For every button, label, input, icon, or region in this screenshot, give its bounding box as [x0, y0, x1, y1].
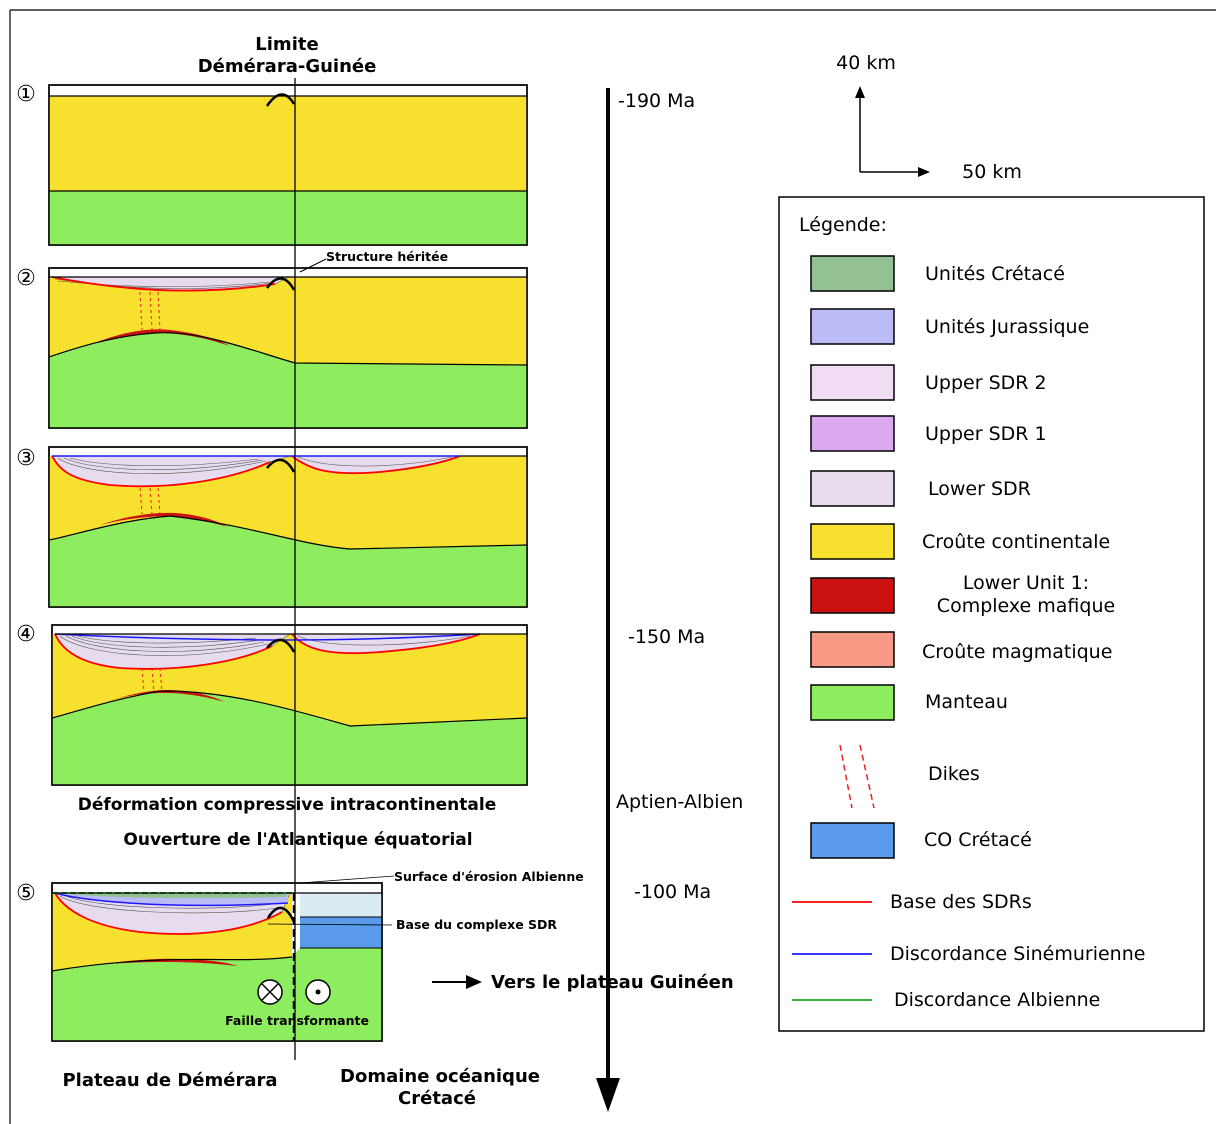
direction-label: Vers le plateau Guinéen: [491, 972, 734, 993]
label-oceanic-domain-line2: Crétacé: [398, 1088, 476, 1109]
mantle: [52, 690, 527, 785]
water-column: [300, 893, 382, 917]
svg-text:Lower SDR: Lower SDR: [928, 478, 1031, 500]
legend-item-lower-sdr: Lower SDR: [810, 470, 1031, 507]
event-compression: Déformation compressive intracontinental…: [78, 795, 497, 815]
time-arrow: [596, 88, 620, 1112]
mantle: [49, 516, 527, 607]
svg-text:Lower Unit 1:: Lower Unit 1:: [963, 572, 1089, 594]
dikes: [141, 667, 163, 693]
svg-text:Dikes: Dikes: [928, 763, 980, 785]
oceanic-crust: [300, 917, 382, 948]
age-aptien-albien: Aptien-Albien: [616, 791, 743, 813]
scale-bar: 40 km 50 km: [836, 52, 1022, 183]
svg-text:Unités Crétacé: Unités Crétacé: [925, 263, 1065, 285]
inherited-structure-label: Structure héritée: [326, 249, 448, 264]
panel-1: ①: [16, 82, 528, 246]
title-line2: Démérara-Guinée: [198, 56, 377, 77]
legend-item-upper-sdr-1: Upper SDR 1: [810, 415, 1047, 452]
mafic-complex: [100, 512, 228, 527]
event-opening: Ouverture de l'Atlantique équatorial: [123, 830, 472, 850]
panel-number: ④: [16, 622, 36, 647]
inherited-structure: [266, 906, 296, 923]
label-demerara-plateau: Plateau de Démérara: [62, 1070, 277, 1091]
age-100: -100 Ma: [634, 881, 711, 903]
svg-text:Croûte continentale: Croûte continentale: [922, 531, 1110, 553]
panel-number: ①: [16, 82, 36, 107]
mantle: [52, 948, 382, 1041]
panel-2: ② Structure héritée: [16, 249, 528, 429]
panel-4: ④: [16, 622, 528, 786]
legend-item-upper-sdr-2: Upper SDR 2: [810, 364, 1047, 401]
panel-number: ⑤: [16, 881, 36, 906]
svg-text:Upper SDR 2: Upper SDR 2: [925, 372, 1047, 394]
label-oceanic-domain-line1: Domaine océanique: [340, 1066, 540, 1087]
mantle: [49, 191, 527, 245]
scale-horizontal-label: 50 km: [962, 161, 1022, 183]
svg-text:Unités Jurassique: Unités Jurassique: [925, 316, 1089, 338]
title-line1: Limite: [255, 34, 318, 55]
inherited-structure: [265, 93, 296, 107]
svg-text:Discordance Albienne: Discordance Albienne: [894, 989, 1100, 1011]
continental-crust: [49, 96, 527, 191]
sdr-base-line: [51, 276, 276, 292]
legend-item-cretaceous: Unités Crétacé: [810, 255, 1065, 292]
inherited-structure: [266, 458, 296, 473]
svg-text:Discordance Sinémurienne: Discordance Sinémurienne: [890, 943, 1145, 965]
direction-arrow: Vers le plateau Guinéen: [432, 972, 734, 993]
age-150: -150 Ma: [628, 626, 705, 648]
svg-text:Complexe mafique: Complexe mafique: [937, 595, 1115, 617]
age-190: -190 Ma: [618, 90, 695, 112]
dikes: [139, 291, 161, 331]
panel-number: ③: [16, 446, 36, 471]
legend-title: Légende:: [799, 214, 887, 236]
svg-text:Upper SDR 1: Upper SDR 1: [925, 423, 1047, 445]
legend: Légende: Unités Crétacé Unités Jurassiqu…: [778, 196, 1205, 1032]
legend-item-jurassic: Unités Jurassique: [810, 308, 1089, 345]
legend-item-continental-crust: Croûte continentale: [810, 523, 1110, 560]
legend-item-mafic-complex: Lower Unit 1: Complexe mafique: [810, 572, 1115, 617]
svg-text:Manteau: Manteau: [925, 691, 1008, 713]
mafic-complex: [95, 329, 230, 346]
legend-item-dikes: Dikes: [839, 744, 980, 809]
panel-3: ③: [16, 446, 528, 608]
dikes: [139, 487, 161, 515]
continental-crust: [49, 277, 527, 365]
inherited-structure: [266, 277, 296, 291]
erosion-surface-label: Surface d'érosion Albienne: [394, 869, 584, 884]
legend-item-magmatic-crust: Croûte magmatique: [810, 631, 1112, 668]
panel-5: ⑤ Faille transformante Surface d'éros: [16, 869, 584, 1042]
svg-text:Croûte magmatique: Croûte magmatique: [922, 641, 1112, 663]
scale-vertical-label: 40 km: [836, 52, 896, 74]
panel-number: ②: [16, 266, 36, 291]
mafic-complex: [105, 690, 225, 702]
svg-text:CO Crétacé: CO Crétacé: [924, 829, 1032, 851]
mantle: [49, 332, 527, 428]
legend-line-albian: Discordance Albienne: [792, 989, 1100, 1011]
cretaceous-units: [58, 893, 286, 899]
legend-line-sinemurian: Discordance Sinémurienne: [792, 943, 1145, 965]
legend-line-sdr-base: Base des SDRs: [792, 891, 1032, 913]
legend-item-mantle: Manteau: [810, 684, 1008, 721]
fault-label: Faille transformante: [225, 1013, 369, 1028]
inherited-structure: [266, 638, 296, 653]
svg-text:Base des SDRs: Base des SDRs: [890, 891, 1032, 913]
sdr-base-label: Base du complexe SDR: [396, 917, 557, 932]
legend-item-oceanic-crust: CO Crétacé: [810, 822, 1032, 859]
